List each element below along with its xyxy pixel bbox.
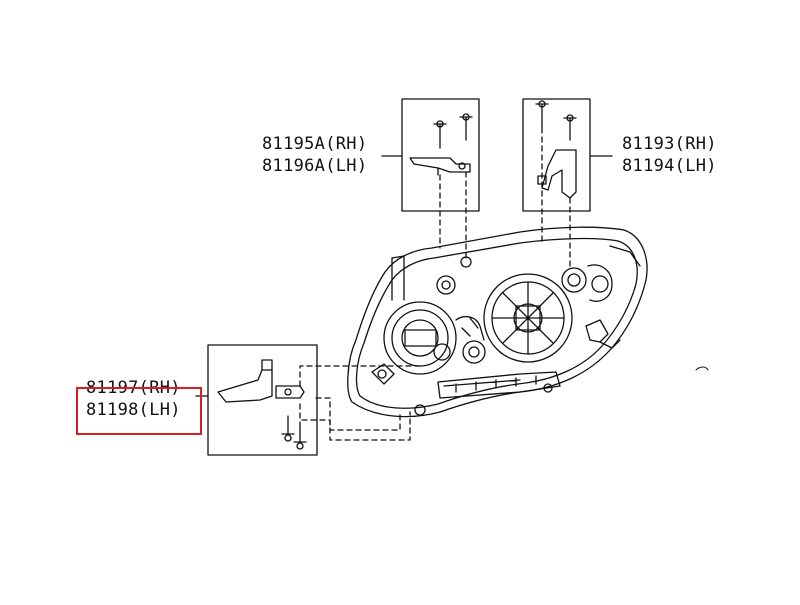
highlight-box: [76, 387, 202, 435]
part-number-81196a-lh: 81196A(LH): [262, 156, 368, 176]
stray-mark: [695, 366, 709, 371]
callout-upper-right: 81193(RH) 81194(LH): [622, 133, 717, 177]
bracket-upper-right-callout-box: [522, 98, 613, 269]
part-number-81194-lh: 81194(LH): [622, 156, 717, 176]
bracket-lower-left-callout-box: [195, 344, 421, 456]
bracket-upper-left-callout-box: [381, 98, 480, 259]
part-number-81193-rh: 81193(RH): [622, 134, 717, 154]
callout-upper-left: 81195A(RH) 81196A(LH): [262, 133, 367, 177]
headlamp-assembly-icon: [347, 226, 648, 418]
part-number-81198-lh: 81198(LH): [86, 400, 181, 420]
part-number-81195a-rh: 81195A(RH): [262, 134, 368, 154]
